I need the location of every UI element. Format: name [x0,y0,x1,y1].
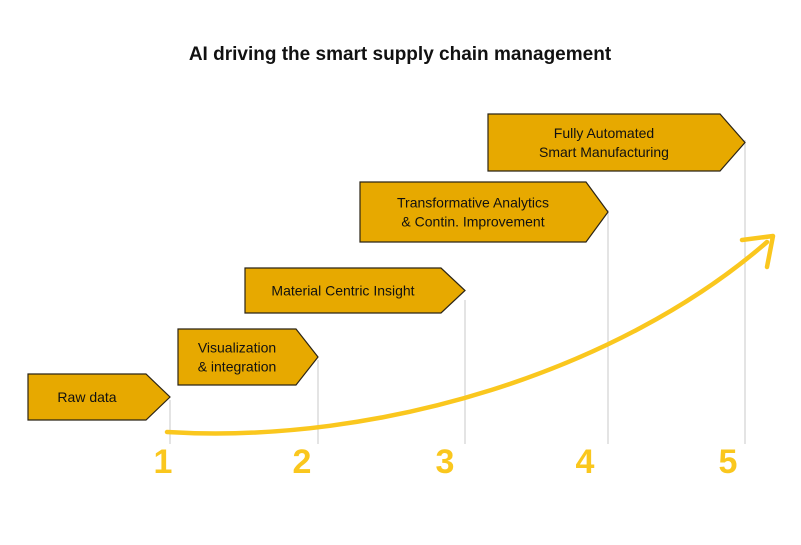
stage-arrow-shape-2 [177,328,319,386]
stage-label-2-line-1: Visualization [198,340,276,356]
stage-label-2-line-2: & integration [198,359,277,375]
stage-label-1-line-1: Raw data [57,389,116,405]
stage-number-5: 5 [719,443,738,481]
stage-arrow-shape-5 [487,113,746,172]
stage-number-2: 2 [293,443,312,481]
stage-arrow-shape-4 [359,181,609,243]
stage-number-1: 1 [154,443,173,481]
growth-curve [164,239,770,436]
stage-arrow-3: Material Centric Insight [244,267,466,314]
stage-arrow-1: Raw data [27,373,171,421]
stage-arrows: Raw data Visualization & integration Materi… [27,113,746,421]
stage-label-5-line-1: Fully Automated [554,125,654,141]
stage-arrow-shape-3 [244,267,466,314]
growth-curve-arrowhead-icon [739,233,776,270]
stage-numbers: 1 2 3 4 5 [154,443,738,481]
stage-number-3: 3 [436,443,455,481]
stage-number-4: 4 [576,443,595,481]
guide-lines [169,140,746,444]
stage-arrow-shape-1 [27,373,171,421]
stage-arrow-4: Transformative Analytics & Contin. Improv… [359,181,609,243]
stage-label-4-line-2: & Contin. Improvement [401,214,544,230]
stage-label-3-line-1: Material Centric Insight [271,283,414,299]
stage-arrow-2: Visualization & integration [177,328,319,386]
stage-label-5-line-2: Smart Manufacturing [539,144,669,160]
growth-curve-group [164,233,776,436]
diagram-title: AI driving the smart supply chain manage… [189,44,612,65]
stage-label-4-line-1: Transformative Analytics [397,195,549,211]
